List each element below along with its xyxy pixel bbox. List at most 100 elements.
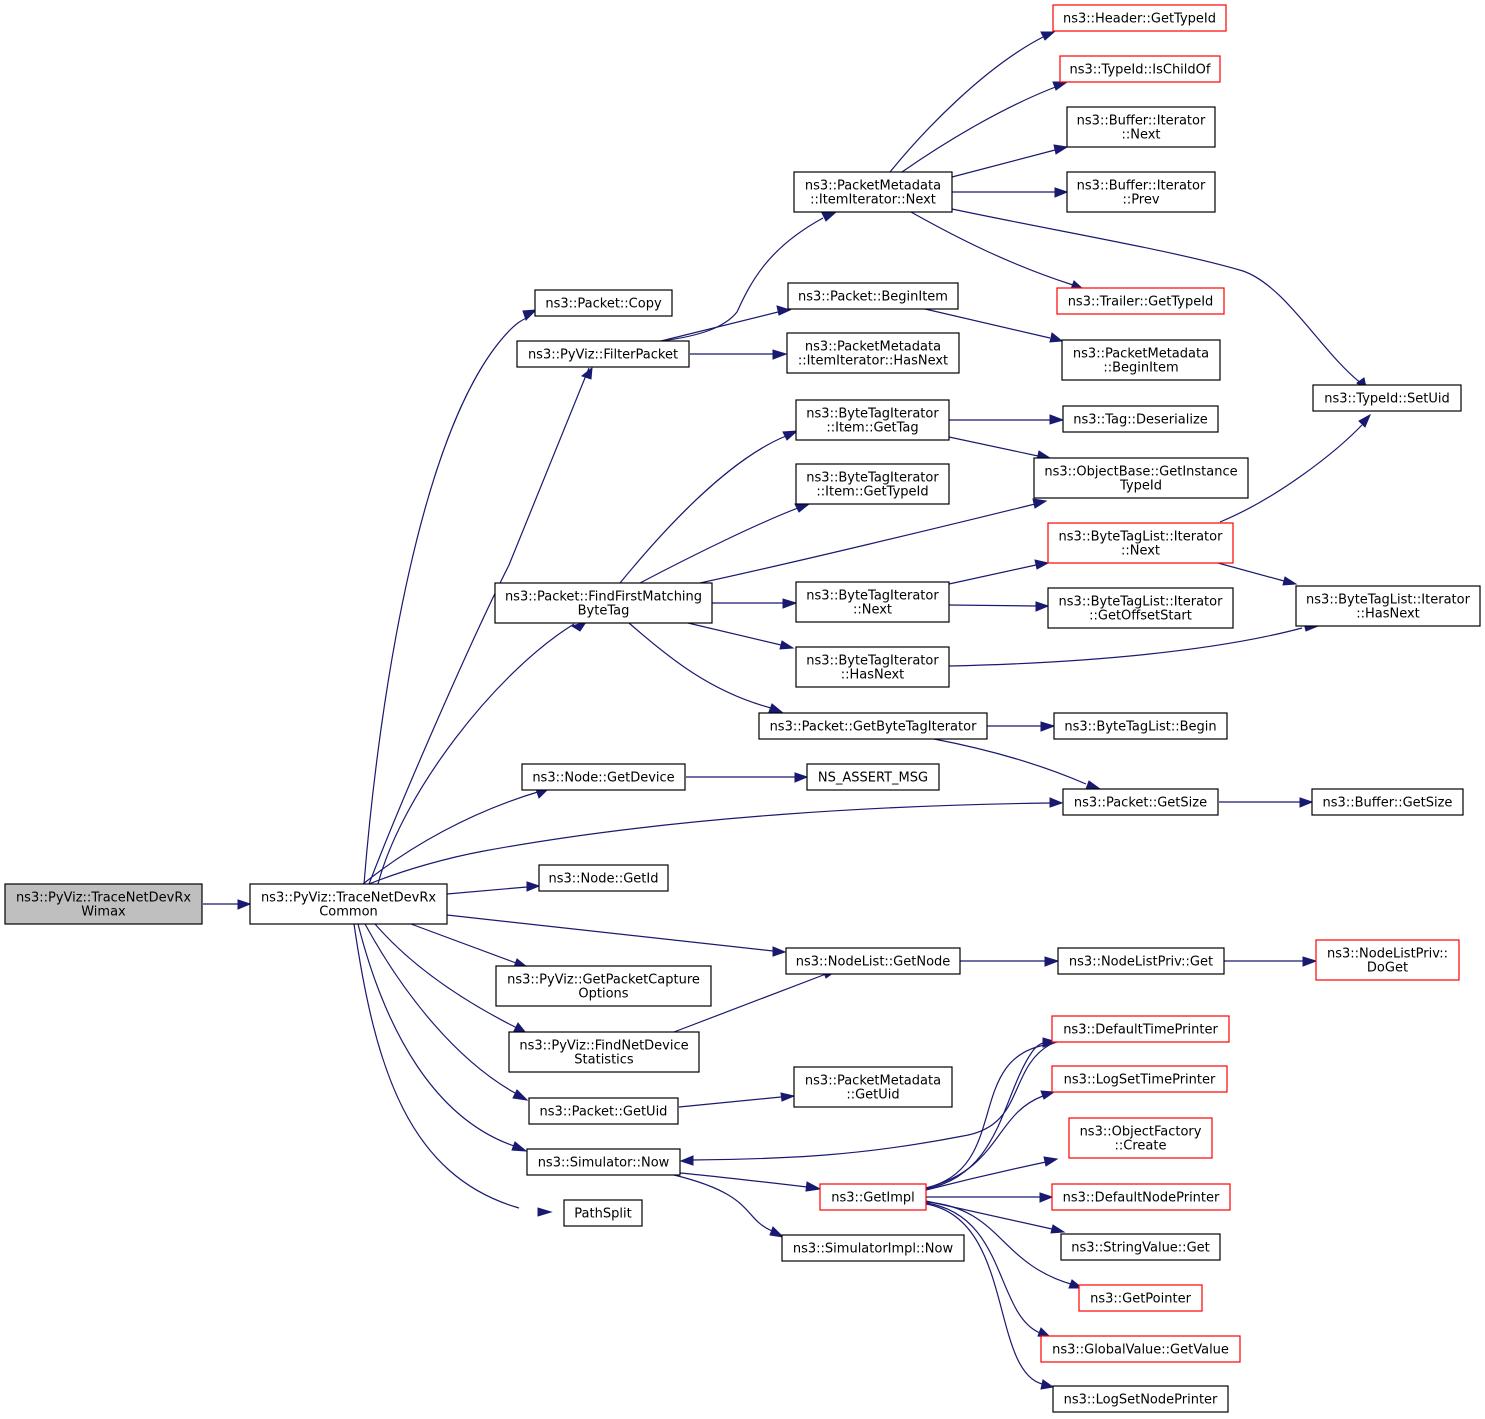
node-header-gettypeid[interactable]: ns3::Header::GetTypeId [1052,4,1227,32]
arrowhead-icon [805,1181,822,1192]
node-buffer-it-next[interactable]: ns3::Buffer::Iterator::Next [1066,106,1216,148]
node-bti-item-gettypeid[interactable]: ns3::ByteTagIterator::Item::GetTypeId [795,463,950,505]
edge-line [410,923,517,964]
node-packet-getsize[interactable]: ns3::Packet::GetSize [1062,788,1219,816]
node-label: ::Prev [1122,193,1159,208]
arrowhead-icon [1049,332,1064,343]
node-nodelistpriv-doget[interactable]: ns3::NodeListPriv::DoGet [1315,939,1460,981]
node-box [1052,1385,1229,1413]
node-label: Statistics [574,1053,634,1068]
node-simimpl-now[interactable]: ns3::SimulatorImpl::Now [781,1234,965,1262]
node-object-factory-create[interactable]: ns3::ObjectFactory::Create [1068,1117,1213,1159]
node-default-node-printer[interactable]: ns3::DefaultNodePrinter [1051,1183,1231,1211]
call-edge [712,598,798,609]
node-label: ns3::Buffer::Iterator [1077,114,1206,129]
node-nodelist-getnode[interactable]: ns3::NodeList::GetNode [785,947,961,975]
call-edge [660,211,838,342]
node-packet-getbti[interactable]: ns3::Packet::GetByteTagIterator [758,712,988,740]
node-label: ns3::SimulatorImpl::Now [793,1242,954,1257]
node-tag-deserialize[interactable]: ns3::Tag::Deserialize [1062,405,1219,433]
node-getimpl[interactable]: ns3::GetImpl [819,1183,927,1211]
node-pm-beginitem[interactable]: ns3::PacketMetadata::BeginItem [1061,339,1221,381]
arrowhead-icon [1052,81,1069,91]
arrowhead-icon [522,309,538,321]
node-label: ns3::GetImpl [831,1191,915,1206]
call-edge [410,923,529,968]
node-simulator-now[interactable]: ns3::Simulator::Now [526,1148,681,1176]
node-btl-it-next[interactable]: ns3::ByteTagList::Iterator::Next [1047,522,1234,564]
node-bti-next[interactable]: ns3::ByteTagIterator::Next [795,581,950,623]
arrowhead-icon [768,703,785,714]
edge-line [924,308,1051,339]
node-label: ::BeginItem [1103,361,1178,376]
node-label: ns3::TypeId::IsChildOf [1070,63,1211,78]
node-pm-getuid[interactable]: ns3::PacketMetadata::GetUid [793,1066,953,1108]
node-bti-hasnext[interactable]: ns3::ByteTagIterator::HasNext [795,646,950,688]
node-label: ns3::PacketMetadata [805,1074,941,1089]
node-globalvalue-getvalue[interactable]: ns3::GlobalValue::GetValue [1040,1335,1241,1363]
call-edge [362,787,551,885]
node-box [1066,171,1216,213]
edge-line [925,1161,1047,1191]
arrowhead-icon [1044,956,1060,967]
edge-line [357,923,515,1147]
node-box [495,965,712,1007]
edge-line [925,1201,1075,1286]
node-btl-it-getoffset[interactable]: ns3::ByteTagList::Iterator::GetOffsetSta… [1047,587,1234,629]
arrowhead-icon [1282,576,1298,586]
node-nodelistpriv-get[interactable]: ns3::NodeListPriv::Get [1057,947,1225,975]
node-box [1047,587,1234,629]
call-edge [948,559,1050,585]
call-edge [368,797,1064,885]
call-edge [1217,562,1298,586]
node-log-set-time-printer[interactable]: ns3::LogSetTimePrinter [1051,1065,1228,1093]
edge-line [951,149,1056,178]
node-label: ns3::PacketMetadata [1073,347,1209,362]
node-label: ns3::Buffer::GetSize [1323,796,1453,811]
node-typeid-ischildof[interactable]: ns3::TypeId::IsChildOf [1059,55,1221,83]
node-node-getid[interactable]: ns3::Node::GetId [538,864,669,892]
node-node-getdevice[interactable]: ns3::Node::GetDevice [521,763,686,791]
node-packet-copy[interactable]: ns3::Packet::Copy [534,289,673,317]
node-box [1056,287,1225,315]
node-label: ns3::Packet::Copy [545,297,662,312]
node-label: ByteTag [578,604,630,619]
node-pm-itemit-hasnext[interactable]: ns3::PacketMetadata::ItemIterator::HasNe… [786,332,960,374]
node-box [1311,788,1464,816]
call-edge [368,366,593,885]
node-pathsplit[interactable]: PathSplit [563,1199,643,1227]
node-log-set-node-printer[interactable]: ns3::LogSetNodePrinter [1052,1385,1229,1413]
node-default-time-printer[interactable]: ns3::DefaultTimePrinter [1051,1015,1230,1043]
node-box [526,1148,681,1176]
call-edge [679,1043,1052,1189]
node-buffer-getsize[interactable]: ns3::Buffer::GetSize [1311,788,1464,816]
edge-line [951,208,1363,385]
node-pm-itemit-next[interactable]: ns3::PacketMetadata::ItemIterator::Next [793,171,953,213]
arrowhead-icon [1049,414,1065,425]
node-btl-it-hasnext[interactable]: ns3::ByteTagList::Iterator::HasNext [1295,585,1481,627]
node-filter-packet[interactable]: ns3::PyViz::FilterPacket [516,340,690,368]
node-box [1057,947,1225,975]
call-edge [925,1090,1056,1189]
node-ns-assert-msg[interactable]: NS_ASSERT_MSG [806,763,940,791]
node-packet-beginitem[interactable]: ns3::Packet::BeginItem [787,282,959,310]
node-trailer-gettypeid[interactable]: ns3::Trailer::GetTypeId [1056,287,1225,315]
node-bti-item-gettag[interactable]: ns3::ByteTagIterator::Item::GetTag [795,399,950,441]
edge-line [692,1043,1052,1189]
node-buffer-it-prev[interactable]: ns3::Buffer::Iterator::Prev [1066,171,1216,213]
node-box [795,463,950,505]
arrowhead-icon [1034,559,1050,570]
node-packet-getuid[interactable]: ns3::Packet::GetUid [528,1097,679,1125]
node-label: Common [319,905,378,920]
node-stringvalue-get[interactable]: ns3::StringValue::Get [1060,1233,1221,1261]
node-getpointer[interactable]: ns3::GetPointer [1078,1284,1203,1312]
node-typeid-setuid[interactable]: ns3::TypeId::SetUid [1312,384,1462,412]
node-btl-begin[interactable]: ns3::ByteTagList::Begin [1053,712,1228,740]
call-edge [374,923,528,1034]
